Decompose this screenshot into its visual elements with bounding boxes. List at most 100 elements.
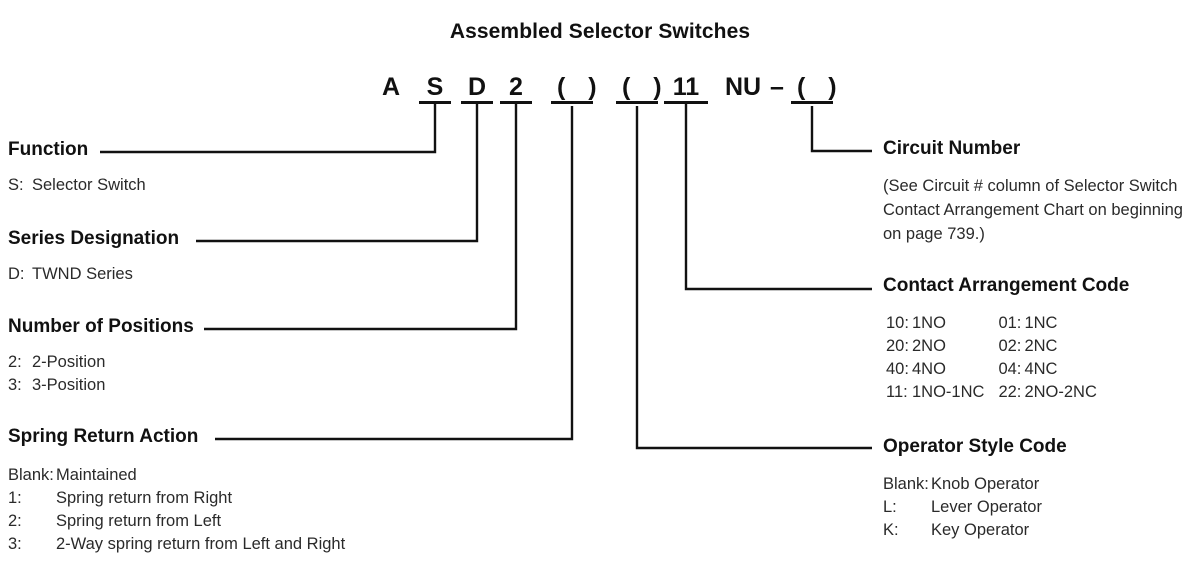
block-circuit-number-heading: Circuit Number xyxy=(883,138,1021,159)
code-value: 2NO-2NC xyxy=(1024,383,1097,401)
table-cell-right: 04:4NC xyxy=(998,358,1096,381)
table-cell-left: 20:2NO xyxy=(886,335,998,358)
block-series-designation: Series Designation D: TWND Series xyxy=(8,228,179,286)
option-key: S: xyxy=(8,176,24,194)
option-row: L:Lever Operator xyxy=(883,496,1067,519)
block-contact-arrangement-code-heading: Contact Arrangement Code xyxy=(883,275,1130,296)
option-row: K: Key Operator xyxy=(883,519,1067,542)
code-key: 01: xyxy=(998,314,1022,332)
contact-code-table: 10:1NO 01:1NC 20:2NO 02:2NC xyxy=(886,312,1097,404)
option-value: Spring return from Left xyxy=(56,512,222,530)
block-spring-return-action-heading: Spring Return Action xyxy=(8,426,199,447)
code-key: 20: xyxy=(886,337,909,355)
code-segment-nu: NU xyxy=(724,73,762,101)
code-value: 2NC xyxy=(1024,337,1058,355)
table-cell-right: 22:2NO-2NC xyxy=(998,381,1096,404)
option-value: Spring return from Right xyxy=(56,489,233,507)
page-title: Assembled Selector Switches xyxy=(449,20,751,43)
code-value: 2NO xyxy=(912,337,946,355)
block-operator-style-code: Operator Style Code Blank:Knob Operator … xyxy=(883,436,1067,542)
code-segment-function: S xyxy=(419,72,451,102)
block-spring-return-action: Spring Return Action Blank:Maintained 1:… xyxy=(8,426,345,556)
code-segment-circuit-number: ( ) xyxy=(789,72,837,102)
table-cell-left: 40:4NO xyxy=(886,358,998,381)
table-cell-right: 01:1NC xyxy=(998,312,1096,335)
option-value: 2-Way spring return from Left and Right xyxy=(56,535,346,553)
option-row: 1: Spring return from Right xyxy=(8,487,345,510)
option-value: Selector Switch xyxy=(32,176,146,194)
option-row: Blank:Knob Operator xyxy=(883,473,1067,496)
block-operator-style-code-options: Blank:Knob Operator L:Lever Operator K:K… xyxy=(883,473,1067,542)
code-key: 04: xyxy=(998,360,1022,378)
option-key: 1: xyxy=(8,489,22,507)
block-circuit-number-note: (See Circuit # column of Selector Switch… xyxy=(883,177,1183,243)
code-key: 22: xyxy=(998,383,1022,401)
option-key: 3: xyxy=(8,535,22,553)
code-key: 10: xyxy=(886,314,909,332)
table-cell-right: 02:2NC xyxy=(998,335,1096,358)
code-value: 1NO xyxy=(912,314,946,332)
option-value: Key Operator xyxy=(931,521,1030,539)
table-row: 20:2NO 02:2NC xyxy=(886,335,1097,358)
option-key: 2: xyxy=(8,353,22,371)
option-row: 2: Spring return from Left xyxy=(8,510,345,533)
option-row: 3: 2-Way spring return from Left and Righ… xyxy=(8,533,345,556)
block-operator-style-code-heading: Operator Style Code xyxy=(883,436,1067,457)
option-key: L: xyxy=(883,498,897,516)
code-segment-contact-arrangement: 11 xyxy=(664,72,708,102)
part-number-code: A S D 2 ( ) ( ) 11 NU – ( ) xyxy=(0,72,1200,112)
option-row: D: TWND Series xyxy=(8,263,179,286)
code-segment-a: A xyxy=(381,73,401,101)
block-circuit-number: Circuit Number (See Circuit # column of … xyxy=(883,138,1188,246)
block-function-heading: Function xyxy=(8,139,89,160)
leader-circuit-number xyxy=(810,106,872,153)
leader-number-of-positions xyxy=(204,104,518,331)
code-value: 1NC xyxy=(1024,314,1058,332)
leader-spring-return-action xyxy=(215,106,574,441)
option-key: K: xyxy=(883,521,899,539)
code-segment-spring-return: ( ) xyxy=(549,72,597,102)
block-number-of-positions: Number of Positions 2: 2-Position 3: 3-Pos… xyxy=(8,316,194,397)
table-cell-left: 11:1NO-1NC xyxy=(886,381,998,404)
option-key: 2: xyxy=(8,512,22,530)
option-key: D: xyxy=(8,265,25,283)
option-row: S: Selector Switch xyxy=(8,174,146,197)
code-value: 4NO xyxy=(912,360,946,378)
option-value: 3-Position xyxy=(32,376,106,394)
leader-series-designation xyxy=(196,104,479,243)
code-value: 1NO-1NC xyxy=(912,383,985,401)
code-key: 02: xyxy=(998,337,1022,355)
block-number-of-positions-heading: Number of Positions xyxy=(8,316,194,337)
option-key: Blank: xyxy=(883,475,929,493)
option-row: Blank:Maintained xyxy=(8,464,345,487)
code-value: 4NC xyxy=(1024,360,1058,378)
block-series-designation-heading: Series Designation xyxy=(8,228,180,249)
block-series-designation-options: D: TWND Series xyxy=(8,263,179,286)
option-row: 2: 2-Position xyxy=(8,351,194,374)
option-value: 2-Position xyxy=(32,353,106,371)
code-segment-dash: – xyxy=(770,73,784,101)
code-segment-series: D xyxy=(461,72,493,102)
block-contact-arrangement-code: Contact Arrangement Code 10:1NO 01:1NC 2… xyxy=(883,275,1129,404)
option-key: Blank: xyxy=(8,466,54,484)
code-segment-operator-style: ( ) xyxy=(614,72,662,102)
option-value: Maintained xyxy=(56,466,137,484)
block-spring-return-action-options: Blank:Maintained 1: Spring return from Ri… xyxy=(8,464,345,556)
code-key: 11: xyxy=(886,383,908,401)
option-row: 3: 3-Position xyxy=(8,374,194,397)
block-function-options: S: Selector Switch xyxy=(8,174,146,197)
block-number-of-positions-options: 2: 2-Position 3: 3-Position xyxy=(8,351,194,397)
code-key: 40: xyxy=(886,360,909,378)
table-row: 40:4NO 04:4NC xyxy=(886,358,1097,381)
table-cell-left: 10:1NO xyxy=(886,312,998,335)
table-row: 10:1NO 01:1NC xyxy=(886,312,1097,335)
block-function: Function S: Selector Switch xyxy=(8,139,146,197)
table-row: 11:1NO-1NC 22:2NO-2NC xyxy=(886,381,1097,404)
leader-contact-arrangement-code xyxy=(684,104,872,291)
option-value: TWND Series xyxy=(32,265,133,283)
option-key: 3: xyxy=(8,376,22,394)
leader-operator-style-code xyxy=(635,106,872,450)
code-segment-positions: 2 xyxy=(500,72,532,102)
option-value: Knob Operator xyxy=(931,475,1040,493)
